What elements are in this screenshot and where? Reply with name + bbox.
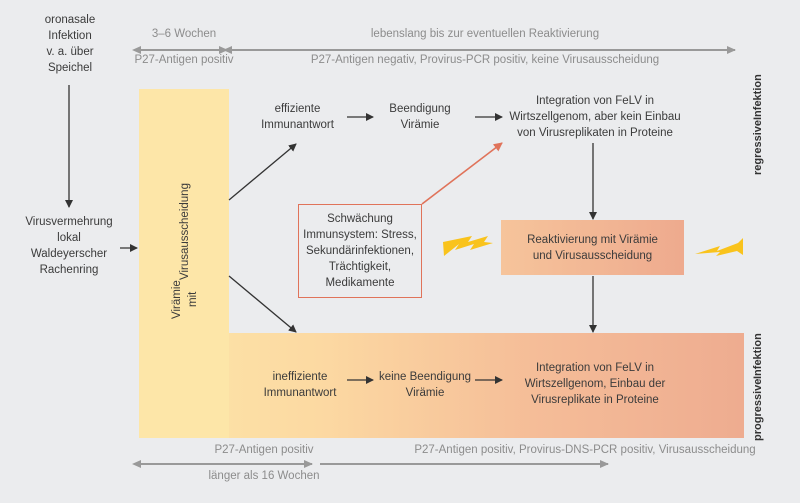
text-line: von Virusreplikaten in Proteine	[517, 127, 673, 139]
text-line: oronasale	[44, 14, 96, 26]
lightning-icon	[695, 238, 743, 256]
timeline-bottom-left-status: P27-Antigen positiv	[214, 444, 314, 456]
timeline-top-left-status: P27-Antigen positiv	[134, 54, 234, 66]
virus-replication-text: Virusvermehrung lokal Waldeyerscher Rach…	[10, 214, 128, 278]
text-line: Immunantwort	[263, 387, 337, 399]
arrow-to-efficient-response	[228, 143, 297, 201]
viremia-end: Beendigung Virämie	[375, 101, 465, 133]
text-line: lokal	[57, 232, 81, 244]
progressive-integration: Integration von FeLV in Wirtszellgenom, …	[500, 360, 690, 408]
text-line: Reaktivierung mit Virämie	[527, 233, 658, 246]
regressive-infection-label: regressive Infektion	[752, 75, 765, 176]
progressive-band	[139, 333, 744, 438]
timeline-bottom-right-status: P27-Antigen positiv, Provirus-DNS-PCR po…	[414, 444, 756, 456]
viremia-label-line: Virusausscheidung	[179, 183, 191, 281]
no-viremia-end: keine Beendigung Virämie	[375, 369, 475, 401]
text-line: Infektion	[752, 332, 764, 379]
viremia-label-line: Virämie mit	[171, 280, 199, 319]
text-line: Integration von FeLV in	[535, 362, 655, 374]
text-line: Sekundärinfektionen,	[305, 245, 415, 257]
arrow-to-inefficient-response	[228, 275, 297, 333]
viremia-band	[139, 89, 229, 438]
text-line: regressive	[752, 120, 764, 176]
text-line: Virämie	[405, 387, 445, 399]
text-line: Virusreplikate in Proteine	[531, 394, 659, 406]
timeline-top-left-duration: 3–6 Wochen	[151, 28, 217, 40]
text-line: Wirtszellgenom, aber kein Einbau	[509, 111, 681, 123]
infection-route-text: oronasale Infektion v. a. über Speichel	[20, 12, 120, 76]
text-line: Wirtszellgenom, Einbau der	[524, 378, 666, 390]
text-line: Immunsystem: Stress,	[303, 229, 417, 241]
text-line: progressive	[752, 378, 764, 442]
progressive-infection-label: progressive Infektion	[752, 333, 765, 441]
text-line: Trächtigkeit,	[328, 261, 392, 273]
text-line: Schwächung	[327, 213, 393, 225]
text-line: v. a. über	[46, 46, 94, 58]
viremia-label: Virämie mit Virusausscheidung	[169, 183, 201, 319]
text-line: keine Beendigung	[378, 371, 472, 383]
regressive-integration: Integration von FeLV in Wirtszellgenom, …	[495, 93, 695, 141]
immune-weakening-box: Schwächung Immunsystem: Stress, Sekundär…	[298, 204, 422, 298]
text-line: Immunantwort	[261, 119, 334, 131]
text-line: Virusvermehrung	[25, 216, 113, 228]
timeline-top-right-status: P27-Antigen negativ, Provirus-PCR positi…	[310, 54, 660, 66]
text-line: und Virusausscheidung	[532, 249, 653, 262]
text-line: Integration von FeLV in	[535, 95, 655, 107]
text-line: effiziente	[274, 103, 321, 115]
text-line: Virämie	[400, 119, 440, 131]
text-line: ineffiziente	[272, 371, 328, 383]
arrow-stress-to-integration	[421, 142, 503, 205]
text-line: Infektion	[752, 74, 764, 121]
timeline-bottom-left-duration: länger als 16 Wochen	[208, 470, 320, 482]
text-line: Rachenring	[39, 264, 99, 276]
inefficient-immune-response: ineffiziente Immunantwort	[250, 369, 350, 401]
text-line: Speichel	[47, 62, 93, 74]
lightning-icon	[443, 236, 493, 256]
efficient-immune-response: effiziente Immunantwort	[245, 101, 350, 133]
timeline-top-right-duration: lebenslang bis zur eventuellen Reaktivie…	[370, 28, 600, 40]
text-line: Medikamente	[325, 277, 395, 289]
reactivation-box: Reaktivierung mit Virämie und Virusaussc…	[501, 220, 684, 275]
text-line: Infektion	[48, 30, 92, 42]
text-line: Beendigung	[389, 103, 451, 115]
text-line: Waldeyerscher	[30, 248, 108, 260]
